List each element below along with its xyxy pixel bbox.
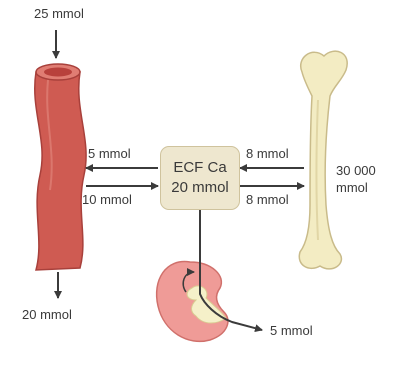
ecf-to-bone-label: 8 mmol xyxy=(246,192,289,207)
gut-to-ecf-label: 5 mmol xyxy=(88,146,131,161)
ecf-title: ECF Ca xyxy=(173,158,226,178)
fecal-label: 20 mmol xyxy=(22,307,72,322)
bone-to-ecf-label: 8 mmol xyxy=(246,146,289,161)
bone-store-line2: mmol xyxy=(336,180,368,195)
ecf-to-gut-label: 10 mmol xyxy=(82,192,132,207)
bone-store-line1: 30 000 xyxy=(336,163,376,178)
bone-illustration xyxy=(299,51,347,269)
kidney-illustration xyxy=(157,262,228,342)
intestine-illustration xyxy=(35,64,86,270)
ecf-amount: 20 mmol xyxy=(171,178,229,198)
intake-label: 25 mmol xyxy=(34,6,84,21)
urine-label: 5 mmol xyxy=(270,323,313,338)
ecf-calcium-box: ECF Ca 20 mmol xyxy=(160,146,240,210)
